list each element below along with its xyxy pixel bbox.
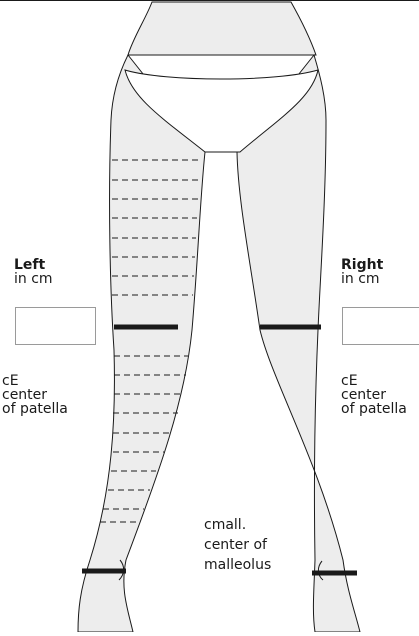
torso-outline (128, 2, 316, 55)
ankle-code: cmall. (204, 518, 246, 533)
right-measurement-field[interactable] (342, 307, 419, 345)
right-measure-line1: center (341, 388, 386, 403)
ankle-line1: center of (204, 538, 267, 553)
right-unit: in cm (341, 272, 380, 287)
leg-left-outline (78, 55, 205, 632)
left-measurement-field[interactable] (15, 307, 96, 345)
ankle-line2: malleolus (204, 558, 271, 573)
left-unit: in cm (14, 272, 53, 287)
right-measure-line2: of patella (341, 402, 419, 417)
left-measure-line2: of patella (2, 402, 68, 417)
